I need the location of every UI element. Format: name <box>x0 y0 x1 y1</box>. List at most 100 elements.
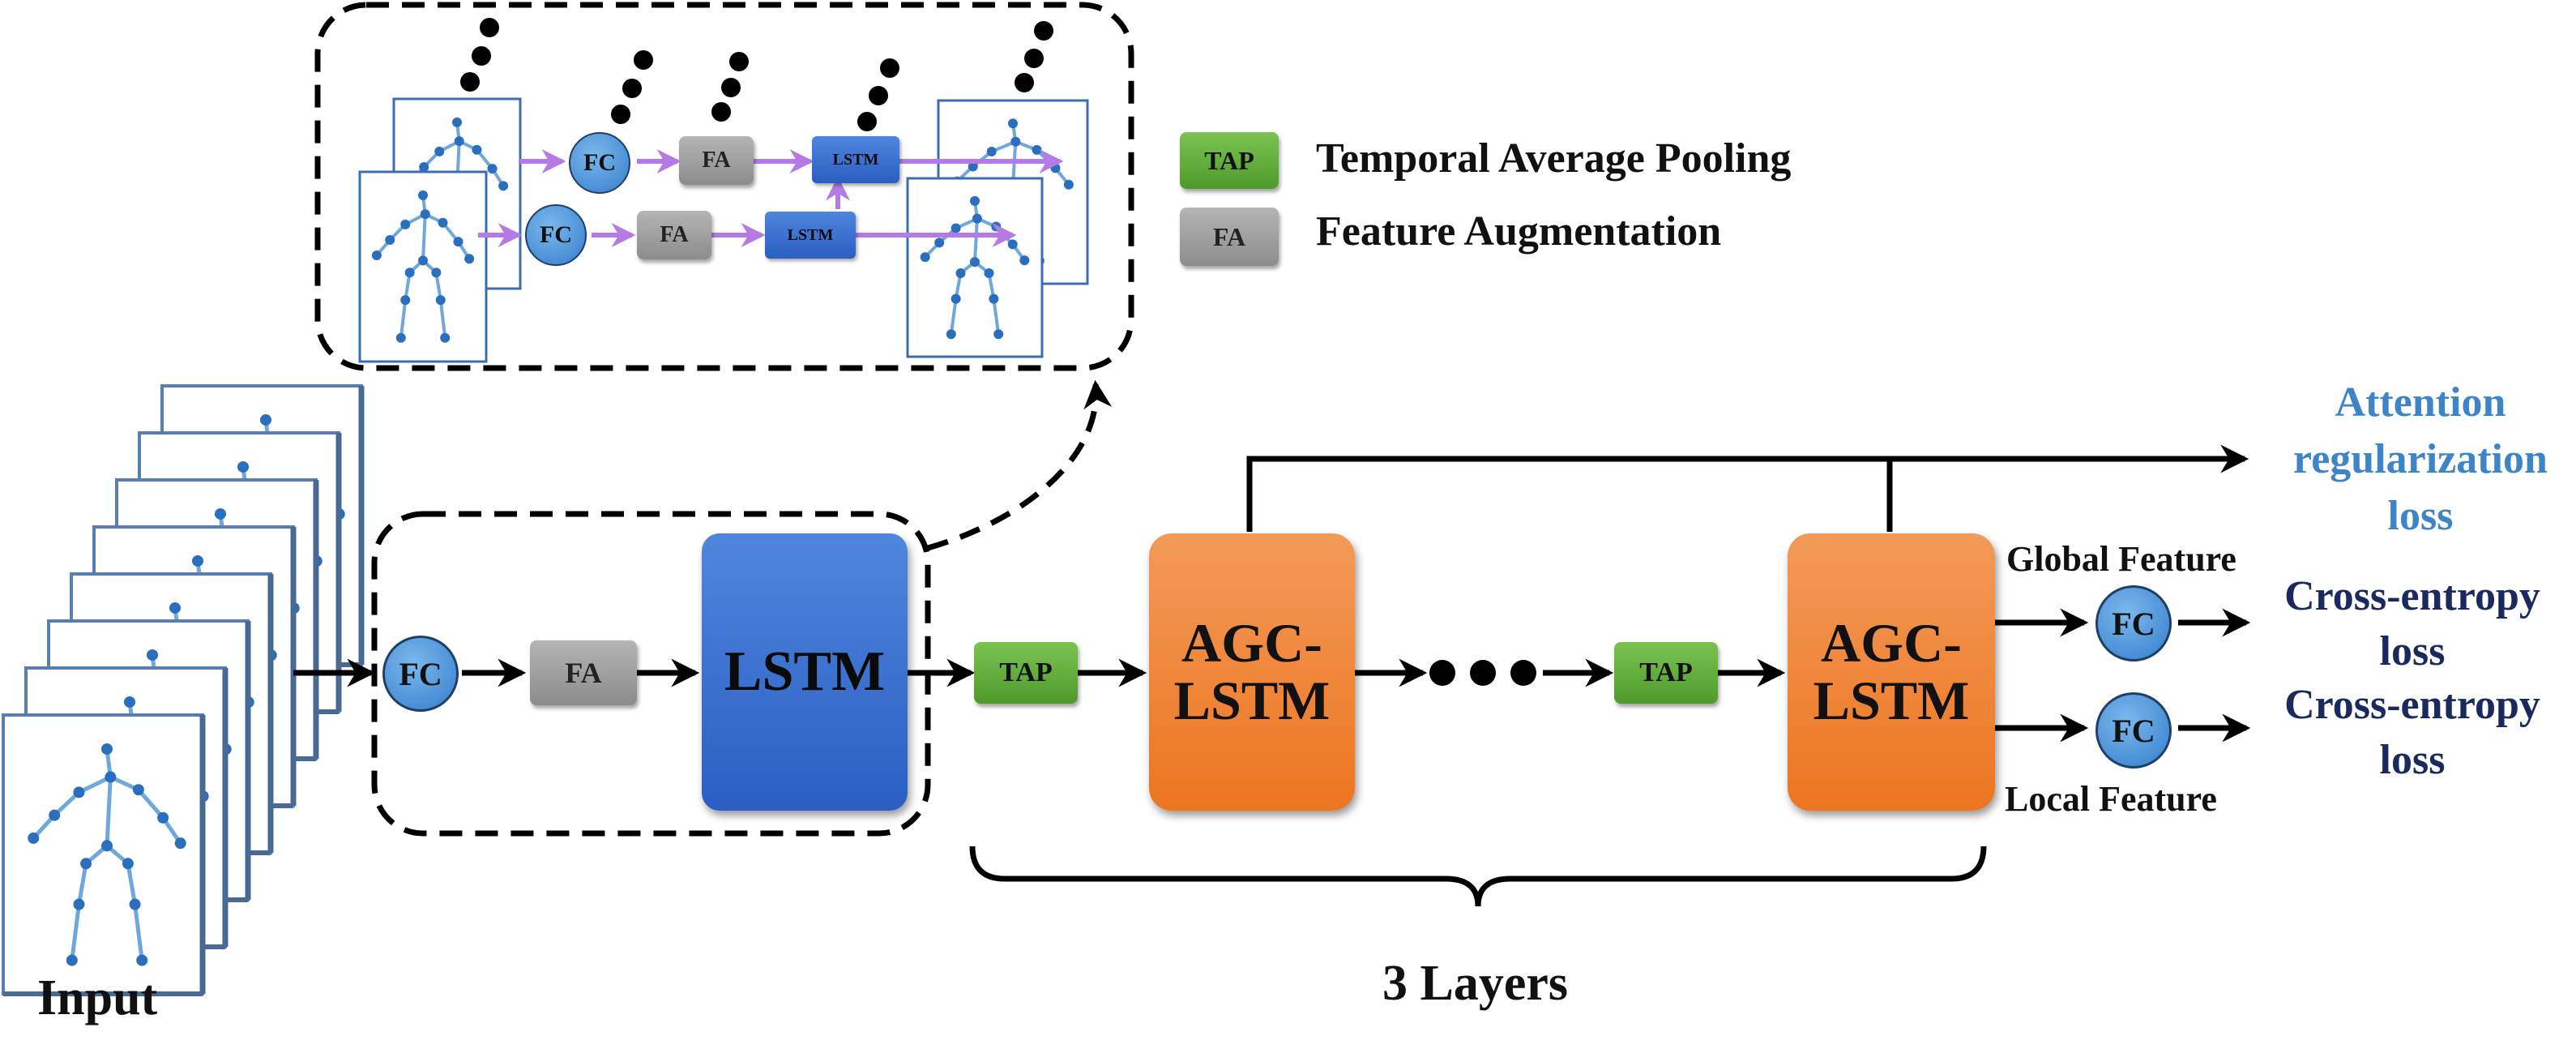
skeleton-joint <box>487 164 498 174</box>
inset-lstm-top: LSTM <box>812 136 899 183</box>
skeleton-joint <box>970 257 980 268</box>
skeleton-bone <box>421 212 427 263</box>
skeleton-joint <box>101 743 113 755</box>
skeleton-joint <box>452 117 462 127</box>
skeleton-joint <box>934 238 945 248</box>
skeleton-joint <box>124 696 135 708</box>
skeleton-joint <box>122 858 134 870</box>
skeleton-joint <box>260 413 271 426</box>
skeleton-bone <box>76 775 113 794</box>
skeleton-joint <box>440 332 451 343</box>
skeleton-joint <box>951 293 961 304</box>
inset-frame <box>358 170 488 363</box>
skeleton-joint <box>371 250 382 261</box>
skeleton-joint <box>970 195 980 206</box>
skeleton-joint <box>464 254 475 264</box>
inset-fc-top: FC <box>569 132 630 194</box>
tap-node-2: TAP <box>1614 642 1718 704</box>
skeleton-joint <box>215 507 226 520</box>
skeleton-joint <box>946 329 956 340</box>
skeleton-joint <box>66 954 78 966</box>
ellipsis-dot <box>1510 660 1536 686</box>
layers-brace <box>969 846 1987 907</box>
ellipsis-dot <box>1470 660 1496 686</box>
cross-entropy-loss-2: Cross-entropy loss <box>2284 682 2540 783</box>
skeleton-joint <box>404 268 415 278</box>
skeleton-joint <box>920 252 930 263</box>
legend-tap-key: TAP <box>1180 132 1279 189</box>
skeleton-bone <box>992 297 1001 336</box>
skeleton-joint <box>192 554 203 567</box>
skeleton-bone <box>949 297 958 336</box>
attention-loss-label: Attention regularization loss <box>2293 379 2548 539</box>
skeleton-joint <box>434 146 445 156</box>
skeleton-joint <box>951 223 961 233</box>
skeleton-bone <box>438 298 447 340</box>
skeleton-joint <box>395 332 406 343</box>
agc-lstm-node-1: AGC- LSTM <box>1149 533 1355 811</box>
skeleton-joint <box>73 898 85 910</box>
skeleton-joint <box>498 181 509 191</box>
inset-lstm-bottom: LSTM <box>765 212 856 259</box>
skeleton-bone <box>399 298 408 340</box>
skeleton-joint <box>1050 163 1061 173</box>
skeleton-joint <box>435 295 446 306</box>
fc-node: FC <box>382 636 459 712</box>
input-label: Input <box>37 970 158 1025</box>
agc-lstm-node-2: AGC- LSTM <box>1788 533 1995 811</box>
skeleton-joint <box>49 809 61 821</box>
frame-border <box>2 713 204 995</box>
skeleton-joint <box>157 811 169 824</box>
inset-dashed-box <box>314 2 1134 371</box>
skeleton-joint <box>129 898 141 910</box>
skeleton-joint <box>420 209 430 220</box>
skeleton-joint <box>418 255 428 266</box>
input-frame <box>2 713 206 996</box>
skeleton-bone <box>76 861 88 907</box>
skeleton-joint <box>385 234 395 245</box>
skeleton-bone <box>126 861 138 907</box>
skeleton-joint <box>132 784 144 796</box>
skeleton-joint <box>73 786 85 799</box>
skeleton-joint <box>1007 239 1018 250</box>
legend-fa-text: Feature Augmentation <box>1316 208 1722 255</box>
skeleton-bone <box>136 787 165 820</box>
skeleton-joint <box>454 136 464 147</box>
skeleton-joint <box>984 268 994 278</box>
skeleton-joint <box>1019 255 1030 266</box>
skeleton-bone <box>105 775 113 848</box>
skeleton-joint <box>419 161 429 172</box>
skeleton-joint <box>1063 179 1074 190</box>
skeleton-joint <box>989 293 999 304</box>
skeleton-joint <box>237 460 249 473</box>
skeleton-joint <box>147 649 158 661</box>
skeleton-joint <box>28 832 40 844</box>
skeleton-bone <box>70 902 81 963</box>
input-frame-stack <box>2 384 365 996</box>
skeleton-joint <box>431 268 442 278</box>
fc-global-node: FC <box>2095 585 2172 662</box>
skeleton-joint <box>418 190 428 200</box>
zoom-dashed-arrow <box>927 379 1113 551</box>
temporal-dots <box>460 18 1053 131</box>
skeleton-joint <box>105 771 117 783</box>
inset-fa-bottom: FA <box>637 211 711 259</box>
legend-tap-text: Temporal Average Pooling <box>1316 135 1792 182</box>
tap-node-1: TAP <box>974 642 1078 704</box>
skeleton-joint <box>174 837 186 850</box>
cross-entropy-loss-1: Cross-entropy loss <box>2284 573 2540 674</box>
skeleton-joint <box>1032 144 1042 155</box>
legend-fa-key: FA <box>1180 208 1279 266</box>
skeleton-joint <box>136 954 148 966</box>
skeleton-joint <box>453 237 464 247</box>
lstm-node: LSTM <box>702 533 908 811</box>
inset-frame <box>906 177 1044 358</box>
ellipsis-dot <box>1429 660 1455 686</box>
skeleton-joint <box>472 144 482 155</box>
skeleton-joint <box>991 221 1002 232</box>
global-feature-label: Global Feature <box>2006 539 2236 579</box>
skeleton-joint <box>169 602 181 614</box>
skeleton-joint <box>1010 136 1021 147</box>
skeleton-joint <box>993 329 1004 340</box>
